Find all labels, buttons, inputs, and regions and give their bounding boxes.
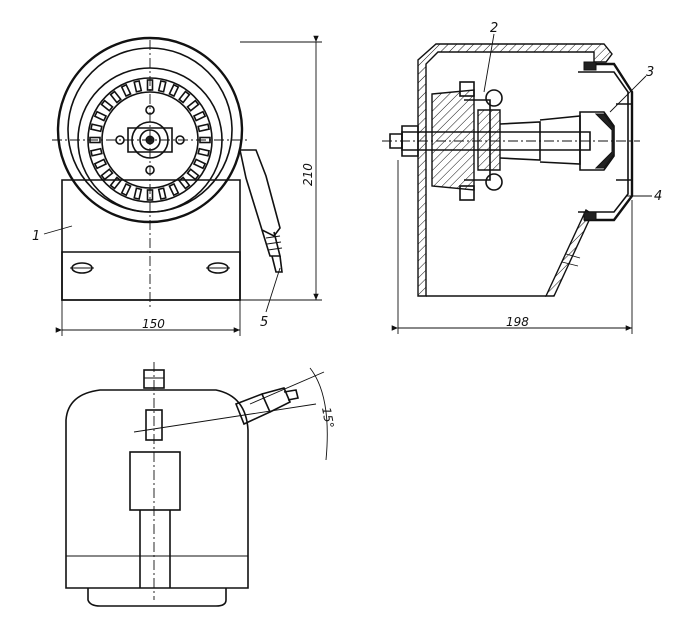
base-plate [61,251,241,301]
dial-tick [120,83,132,98]
callout-4: 4 [654,189,662,204]
housing-wall [417,43,613,297]
dial-tick [168,182,180,197]
dial-tick [157,187,167,201]
dial-tick [192,110,207,122]
dial-tick [178,90,191,104]
top-view [65,362,328,607]
dial-tick [89,123,103,133]
dial-tick [109,176,122,190]
dial-tick [197,123,211,133]
front-cover [578,71,629,213]
callout-2: 2 [490,21,498,36]
dim-width-front: 150 [142,317,165,331]
section-view [382,33,652,334]
dial-tick [93,158,108,170]
dial-ticks [89,79,211,201]
dial-tick [89,147,103,157]
dial-tick [100,99,114,112]
dial-tick [133,187,143,201]
dim-angle: 15° [319,406,336,429]
callout-1: 1 [32,229,40,244]
callout-3: 3 [646,65,654,80]
lamp [579,111,615,171]
housing-outline-top [65,389,249,589]
dial-tick [157,79,167,93]
dial-tick [168,83,180,98]
bearing [477,109,501,171]
dial-tick [93,110,108,122]
dim-depth: 198 [506,315,529,329]
hub [431,89,475,191]
front-view [43,35,322,336]
dial-tick [100,168,114,181]
cable-fitting [239,149,281,238]
dial-tick [186,99,200,112]
dial-tick [178,176,191,190]
dial-tick [186,168,200,181]
dial-tick [109,90,122,104]
dial-tick [192,158,207,170]
dial-tick [133,79,143,93]
labels: 1 2 3 4 5 210 150 198 15° [32,21,662,429]
dial-tick [197,147,211,157]
dial-tick [120,182,132,197]
callout-5: 5 [260,315,268,330]
dim-height: 210 [301,163,315,186]
